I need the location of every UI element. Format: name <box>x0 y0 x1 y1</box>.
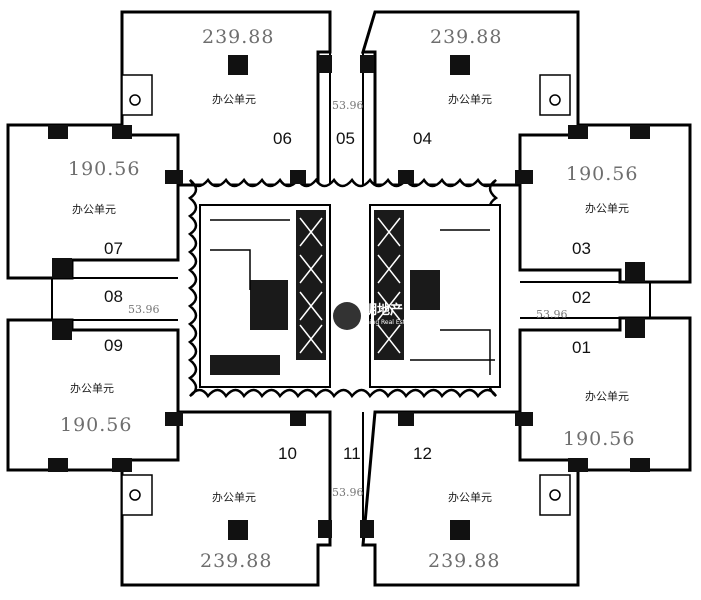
unit-02-outline <box>520 281 651 319</box>
unit-09-id: 09 <box>104 336 123 355</box>
unit-12-type: 办公单元 <box>448 491 492 504</box>
unit-01-area: 190.56 <box>563 428 636 450</box>
toilet-se <box>539 474 571 516</box>
unit-01-id: 01 <box>572 338 591 357</box>
unit-10-id: 10 <box>278 444 297 463</box>
unit-08-area: 53.96 <box>128 303 160 316</box>
unit-03-id: 03 <box>572 239 591 258</box>
unit-04-type: 办公单元 <box>448 93 492 106</box>
unit-10-area: 239.88 <box>200 550 273 572</box>
unit-08-outline <box>51 277 178 321</box>
unit-06-type: 办公单元 <box>212 93 256 106</box>
columns <box>48 55 650 540</box>
unit-02-id: 02 <box>572 288 591 307</box>
unit-05-area: 53.96 <box>332 99 364 112</box>
unit-07-area: 190.56 <box>68 158 141 180</box>
unit-03-type: 办公单元 <box>585 202 629 215</box>
elevator-shaft-left <box>296 210 326 360</box>
unit-07-type: 办公单元 <box>72 203 116 216</box>
unit-11-id: 11 <box>343 444 361 463</box>
toilet-sw <box>121 474 153 516</box>
unit-01-type: 办公单元 <box>585 390 629 403</box>
unit-10-type: 办公单元 <box>212 491 256 504</box>
unit-07-outline <box>6 123 180 280</box>
unit-12-area: 239.88 <box>428 550 501 572</box>
unit-03-area: 190.56 <box>566 163 639 185</box>
watermark-logo-icon <box>333 302 361 330</box>
unit-08-id: 08 <box>104 287 123 306</box>
unit-05-id: 05 <box>336 129 355 148</box>
unit-06-area: 239.88 <box>202 26 275 48</box>
unit-09-type: 办公单元 <box>70 382 114 395</box>
unit-02-area: 53.96 <box>536 308 568 321</box>
unit-11-outline <box>329 412 364 545</box>
unit-12-outline <box>361 410 580 587</box>
unit-06-id: 06 <box>273 129 292 148</box>
elevator-shaft-right <box>374 210 404 360</box>
unit-12-id: 12 <box>413 444 432 463</box>
watermark-text: 明地产 <box>364 303 404 318</box>
stair-right <box>410 270 440 310</box>
stair-left <box>250 280 288 330</box>
unit-04-id: 04 <box>413 129 432 148</box>
toilet-block <box>210 355 280 375</box>
watermark-subtext: ming Real Estate <box>364 319 415 326</box>
unit-04-area: 239.88 <box>430 26 503 48</box>
unit-11-area: 53.96 <box>332 486 364 499</box>
unit-09-outline <box>6 318 180 472</box>
unit-09-area: 190.56 <box>60 414 133 436</box>
unit-07-id: 07 <box>104 239 123 258</box>
unit-05-outline <box>329 52 364 185</box>
